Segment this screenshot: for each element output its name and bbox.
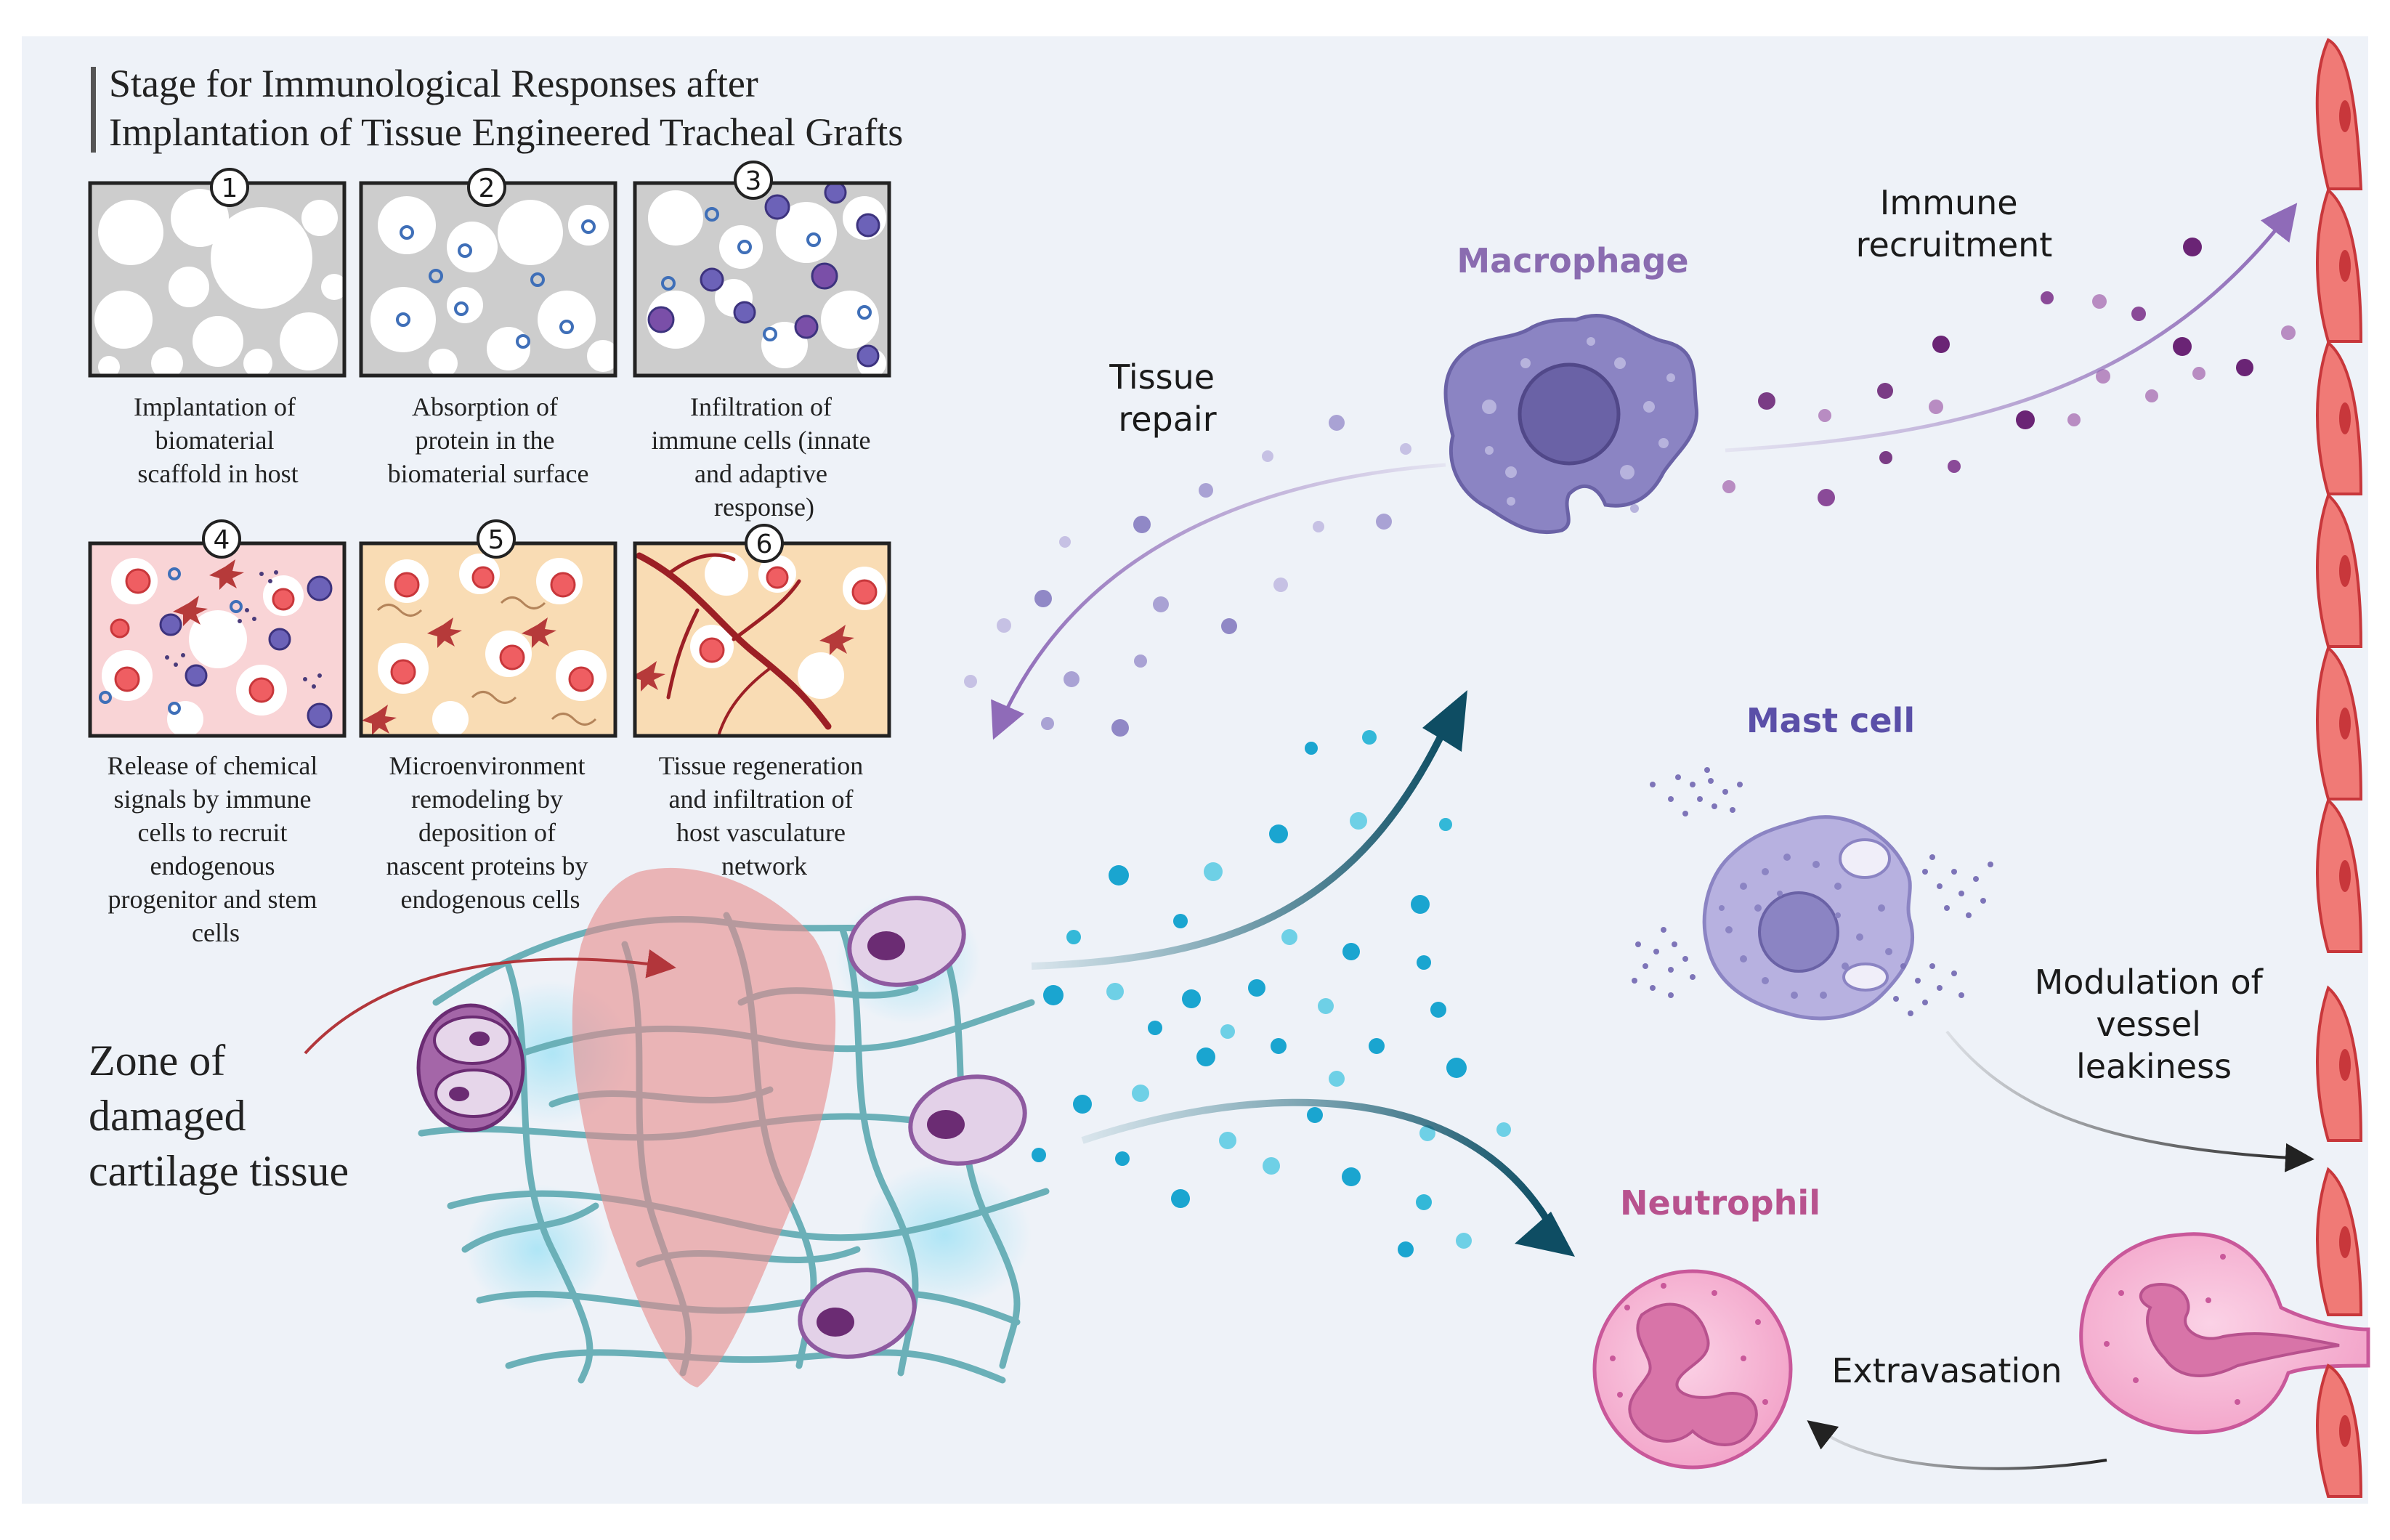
stage-2-caption: Absorption of protein in the biomaterial…: [388, 392, 589, 488]
protein-icons: [396, 219, 596, 349]
stage-5-number-badge: [477, 519, 516, 559]
chondrocyte-pair: [416, 1003, 525, 1132]
chemical-signals: [1032, 730, 1511, 1257]
cytokines-repair: [964, 415, 1411, 737]
stage-3-number: 3: [745, 166, 762, 196]
red-cells-mini: [110, 568, 295, 703]
stage-1-number-badge: [210, 168, 249, 207]
stage-3-caption: Infiltration of immune cells (innate and…: [652, 392, 878, 522]
stage-2-number: 2: [479, 174, 495, 203]
cytokines-recruitment: [1722, 238, 2296, 506]
stage-3-panel: 3: [633, 161, 891, 378]
stage-1-number: 1: [222, 174, 238, 203]
tissue-repair-arrow: [991, 463, 1446, 740]
tissue-repair-label: Tissue repair: [1109, 357, 1225, 439]
signal-arrow-head-neutrophil: [1515, 1212, 1575, 1257]
chondrocyte: [908, 1074, 1027, 1166]
signal-arrow-to-macrophage: [1031, 724, 1449, 970]
extravasating-neutrophil: [2079, 1232, 2370, 1435]
zone-label: Zone of damaged cartilage tissue: [89, 1037, 349, 1195]
stage-4-caption: Release of chemical signals by immune ce…: [108, 751, 325, 947]
signal-arrow-to-neutrophil: [1081, 1098, 1551, 1223]
chondrocyte: [847, 896, 966, 987]
endothelial-nuclei: [2339, 100, 2351, 1447]
immune-cells-mini: [647, 183, 880, 368]
vessel-leakiness-arrow: [1945, 1030, 2314, 1172]
macrophage-label: Macrophage: [1457, 241, 1688, 280]
mast-cell-label: Mast cell: [1746, 701, 1915, 740]
vasculature-network: [636, 552, 832, 735]
neutrophil-label: Neutrophil: [1620, 1183, 1820, 1223]
stage-1-panel: 1: [88, 168, 347, 378]
stage-3-number-badge: [734, 161, 773, 200]
blood-vessel-endothelium: [2315, 38, 2363, 1498]
stage-4-number: 4: [214, 525, 230, 555]
macrophage-cell: [1443, 314, 1699, 535]
damaged-cartilage-tissue: [304, 867, 1050, 1387]
figure-title: Stage for Immunological Responses after …: [91, 62, 903, 154]
extravasation-arrow: [1807, 1420, 2107, 1470]
stage-6-caption: Tissue regeneration and infiltration of …: [659, 751, 870, 880]
neutrophil-cell: [1592, 1269, 1793, 1470]
stage-1-caption: Implantation of biomaterial scaffold in …: [134, 392, 302, 488]
stage-6-panel: 6: [633, 524, 891, 738]
extravasation-label: Extravasation: [1831, 1351, 2062, 1390]
mast-cell-granules: [1632, 767, 1993, 1016]
stage-4-number-badge: [202, 519, 241, 559]
stage-2-panel: 2: [359, 168, 617, 378]
signal-arrow-head-macrophage: [1422, 690, 1467, 752]
vessel-leakiness-label: Modulation of vessel leakiness: [2035, 962, 2274, 1086]
chondrocyte: [798, 1268, 917, 1359]
stage-6-number: 6: [756, 530, 773, 559]
immune-recruitment-label: Immune recruitment: [1856, 183, 2053, 264]
mast-cell: [1632, 767, 1993, 1021]
stage-panels: 1 2: [88, 161, 891, 738]
stage-captions: Implantation of biomaterial scaffold in …: [108, 392, 878, 947]
stage-6-number-badge: [745, 524, 784, 563]
title-line-2: Implantation of Tissue Engineered Trache…: [109, 110, 903, 154]
stage-5-number: 5: [488, 525, 505, 555]
zone-pointer-arrow: [304, 949, 676, 1055]
title-accent-bar: [91, 67, 96, 153]
stage-2-number-badge: [467, 168, 506, 207]
immune-recruitment-arrow: [1725, 203, 2298, 453]
title-line-1: Stage for Immunological Responses after: [109, 62, 758, 105]
damage-zone-overlay: [572, 867, 836, 1387]
stage-5-caption: Microenvironment remodeling by depositio…: [386, 751, 595, 914]
stage-4-panel: 4: [88, 519, 347, 738]
stage-5-panel: 5: [359, 519, 617, 738]
